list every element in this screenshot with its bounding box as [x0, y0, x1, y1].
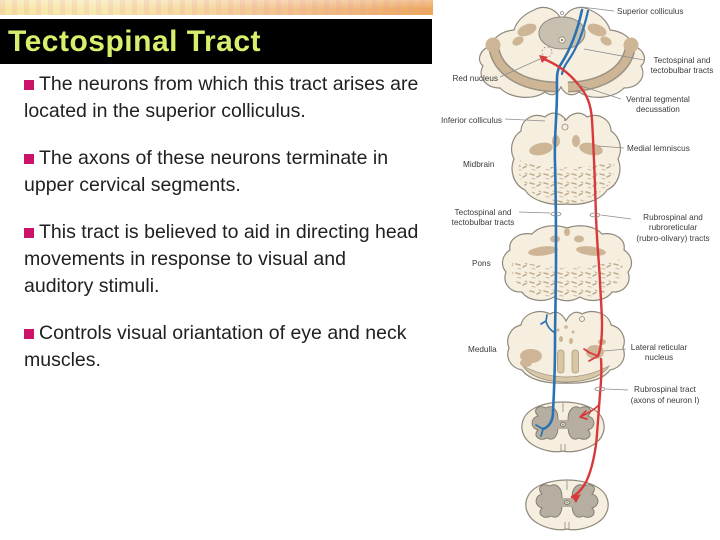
label-tectospinal-tracts-right: Tectospinal and	[654, 56, 711, 65]
label-lateral-reticular-nucleus: Lateral reticular	[631, 343, 688, 352]
spinal-cord-section-1	[521, 401, 605, 453]
label-rubrospinal-tracts: rubroreticular	[649, 223, 698, 232]
page-title: Tectospinal Tract	[8, 24, 262, 58]
bullet-list: The neurons from which this tract arises…	[24, 71, 420, 394]
pons-section	[501, 225, 633, 302]
bullet-item: The neurons from which this tract arises…	[24, 71, 420, 125]
rubrospinal-tract-line	[539, 55, 604, 503]
bullet-item: Controls visual oriantation of eye and n…	[24, 320, 420, 374]
label-red-nucleus: Red nucleus	[452, 74, 498, 83]
bullet-item: This tract is believed to aid in directi…	[24, 219, 420, 300]
bullet-item: The axons of these neurons terminate in …	[24, 145, 420, 199]
leader-lines	[499, 6, 645, 391]
label-tectospinal-tracts-left: Tectospinal and	[455, 208, 512, 217]
midbrain-superior-colliculus-section	[478, 6, 646, 98]
label-inferior-colliculus: Inferior colliculus	[441, 116, 502, 125]
tract-ring	[594, 386, 606, 392]
label-ventral-tegmental-decussation: decussation	[636, 105, 680, 114]
bullet-text: Controls visual oriantation of eye and n…	[24, 322, 407, 371]
label-rubrospinal-tracts: (rubro-olivary) tracts	[636, 234, 709, 243]
tract-ring	[550, 211, 562, 217]
bullet-marker-icon	[24, 329, 34, 339]
tract-ring	[589, 212, 601, 218]
label-tectospinal-tracts-left: tectobulbar tracts	[452, 218, 515, 227]
label-midbrain: Midbrain	[463, 160, 495, 169]
label-ventral-tegmental-decussation: Ventral tegmental	[626, 95, 690, 104]
title-bar: Tectospinal Tract	[0, 19, 432, 64]
label-superior-colliculus: Superior colliculus	[617, 7, 683, 16]
label-medial-lemniscus: Medial lemniscus	[627, 144, 690, 153]
midbrain-inferior-colliculus-section	[511, 112, 621, 205]
bullet-marker-icon	[24, 80, 34, 90]
medulla-section	[507, 311, 625, 384]
bullet-text: The neurons from which this tract arises…	[24, 73, 419, 122]
label-medulla: Medulla	[468, 345, 497, 354]
label-rubrospinal-tracts: Rubrospinal and	[643, 213, 703, 222]
pyramid-right	[571, 349, 579, 374]
decorative-gradient-strip	[0, 0, 433, 15]
bullet-text: The axons of these neurons terminate in …	[24, 147, 389, 196]
label-tectospinal-tracts-right: tectobulbar tracts	[651, 66, 714, 75]
label-pons: Pons	[472, 259, 491, 268]
bullet-marker-icon	[24, 154, 34, 164]
pyramid-left	[557, 349, 565, 374]
label-rubrospinal-tract: (axons of neuron I)	[631, 396, 700, 405]
brainstem-tract-diagram: Superior colliculus Tectospinal and tect…	[441, 6, 714, 531]
spinal-cord-section-2	[525, 479, 609, 531]
bullet-marker-icon	[24, 228, 34, 238]
label-rubrospinal-tract: Rubrospinal tract	[634, 385, 697, 394]
red-nucleus-mark	[541, 46, 553, 58]
bullet-text: This tract is believed to aid in directi…	[24, 221, 419, 297]
label-lateral-reticular-nucleus: nucleus	[645, 353, 673, 362]
